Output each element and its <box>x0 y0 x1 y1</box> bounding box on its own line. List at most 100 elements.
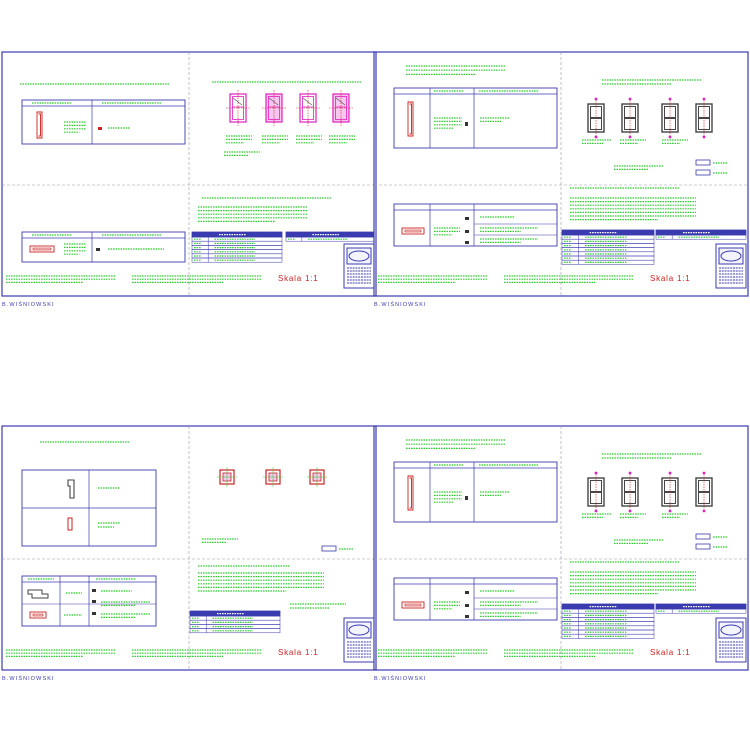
legend-item <box>321 545 353 552</box>
axis-marker <box>594 97 598 101</box>
axis-marker <box>668 135 672 139</box>
title-block <box>343 243 375 289</box>
opening-indicator <box>268 97 279 106</box>
detail-table <box>393 577 558 621</box>
section-marker <box>465 122 468 126</box>
table-row <box>655 234 747 240</box>
section-marker <box>92 589 96 592</box>
profile-section-horizontal <box>29 611 47 619</box>
detail-table <box>393 203 558 247</box>
logo-mark <box>720 624 742 636</box>
company-logo <box>346 247 372 265</box>
logo-mark <box>720 250 742 262</box>
corner-detail <box>263 467 283 487</box>
profile-outline <box>401 227 425 235</box>
title-block-frame <box>715 243 747 289</box>
opening-indicator <box>335 97 346 106</box>
window-elevation <box>296 90 320 126</box>
company-logo <box>346 621 372 639</box>
profile-inner <box>404 603 422 607</box>
window-elevation <box>329 90 353 126</box>
scale-label: Skala 1:1 <box>650 274 691 283</box>
axis-marker <box>668 509 672 513</box>
scale-label: Skala 1:1 <box>278 648 319 657</box>
window-elevation <box>226 90 250 126</box>
opening-indicator <box>302 97 313 106</box>
footer-name: B.WIŚNIOWSKI <box>374 300 427 308</box>
table-row <box>561 633 655 639</box>
profile-inner <box>32 247 52 251</box>
profile-section-vertical <box>407 101 414 137</box>
section-marker <box>465 230 469 233</box>
legend-item <box>695 159 727 166</box>
section-marker <box>465 496 468 500</box>
axis-marker <box>702 135 706 139</box>
table-row <box>285 236 375 242</box>
axis-marker <box>594 509 598 513</box>
opening-indicator <box>232 97 243 106</box>
axis-marker <box>628 97 632 101</box>
profile-outline <box>401 601 425 609</box>
spec-table <box>561 229 655 265</box>
footer-name: B.WIŚNIOWSKI <box>2 674 55 682</box>
window-elevation <box>621 97 639 139</box>
legend-swatch <box>695 543 711 550</box>
axis-marker <box>702 97 706 101</box>
window-elevation <box>621 471 639 513</box>
spec-table <box>655 229 747 240</box>
profile-section <box>67 517 73 531</box>
table-frame <box>393 461 558 523</box>
section-marker <box>96 248 100 251</box>
section-marker <box>465 217 469 220</box>
table-frame <box>21 99 186 145</box>
legend-swatch <box>695 533 711 540</box>
spec-table <box>561 603 655 639</box>
spec-table <box>189 610 281 634</box>
detail-table <box>393 87 558 149</box>
detail-table <box>21 469 157 547</box>
legend-item <box>695 543 727 550</box>
legend-item <box>695 533 727 540</box>
detail-table <box>21 575 157 627</box>
profile-inner <box>404 229 422 233</box>
spec-table <box>285 231 375 242</box>
table-frame <box>393 577 558 621</box>
logo-mark <box>348 250 370 262</box>
logo-mark <box>348 624 370 636</box>
profile-section-horizontal <box>29 245 55 253</box>
company-logo <box>718 247 744 265</box>
table-frame <box>393 87 558 149</box>
profile-outline <box>407 101 414 137</box>
legend-swatch <box>321 545 337 552</box>
footer-name: B.WIŚNIOWSKI <box>374 674 427 682</box>
section-marker <box>92 612 96 615</box>
window-elevation <box>695 97 713 139</box>
axis-marker <box>594 135 598 139</box>
spec-table <box>655 603 747 614</box>
axis-marker <box>628 471 632 475</box>
profile-outline <box>29 611 47 619</box>
axis-marker <box>668 97 672 101</box>
table-frame <box>393 203 558 247</box>
section-marker <box>465 604 469 607</box>
scale-label: Skala 1:1 <box>650 648 691 657</box>
window-elevation <box>262 90 286 126</box>
profile-outline <box>36 111 43 139</box>
table-row <box>561 259 655 265</box>
detail-table <box>21 231 186 263</box>
table-frame <box>21 231 186 263</box>
profile-section-vertical <box>407 475 414 511</box>
profile-section <box>67 479 75 499</box>
profile-section-horizontal <box>401 227 425 235</box>
detail-table <box>21 99 186 145</box>
title-block <box>715 243 747 289</box>
axis-marker <box>668 471 672 475</box>
section-marker <box>465 615 469 618</box>
legend-item <box>695 169 727 176</box>
corner-detail <box>217 467 237 487</box>
title-block <box>343 617 375 663</box>
title-block <box>715 617 747 663</box>
profile-inner <box>32 613 44 617</box>
